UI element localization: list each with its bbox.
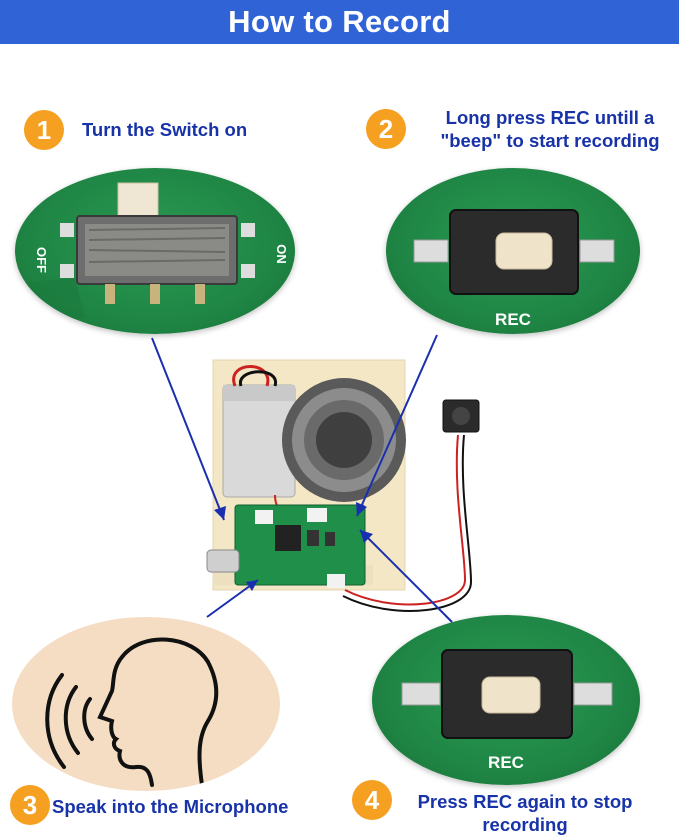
step-4-badge: 4 bbox=[352, 780, 392, 820]
head-silhouette bbox=[97, 637, 210, 787]
off-label: OFF bbox=[34, 247, 49, 273]
page-title: How to Record bbox=[228, 4, 451, 39]
rec-label-bottom: REC bbox=[488, 753, 524, 772]
step-3-text: Speak into the Microphone bbox=[52, 796, 289, 817]
switch-photo: OFF ON bbox=[15, 168, 295, 334]
step-2-badge: 2 bbox=[366, 109, 406, 149]
rec-button-photo-top: REC bbox=[386, 168, 640, 334]
step-1-badge: 1 bbox=[24, 110, 64, 150]
sound-wave-icon bbox=[82, 697, 94, 741]
tact-switch-cap bbox=[481, 676, 541, 714]
step-2-text-line2: "beep" to start recording bbox=[440, 130, 660, 151]
step-4-text-line1: Press REC again to stop bbox=[417, 791, 633, 812]
recording-module-image bbox=[206, 359, 480, 612]
step-3-badge: 3 bbox=[10, 785, 50, 825]
tact-switch-cap bbox=[495, 232, 553, 270]
header-banner: How to Record bbox=[0, 0, 679, 44]
step-2-text: Long press REC untill a "beep" to start … bbox=[425, 106, 675, 152]
rec-button-photo-bottom: REC bbox=[372, 615, 640, 785]
step-2-text-line1: Long press REC untill a bbox=[445, 107, 655, 128]
speaking-illustration bbox=[12, 617, 280, 791]
on-label: ON bbox=[274, 244, 289, 264]
step-1-text: Turn the Switch on bbox=[82, 119, 248, 140]
step-4-text-line2: recording bbox=[482, 814, 568, 835]
step-4-text: Press REC again to stop recording bbox=[402, 790, 648, 836]
rec-label-top: REC bbox=[495, 310, 531, 329]
